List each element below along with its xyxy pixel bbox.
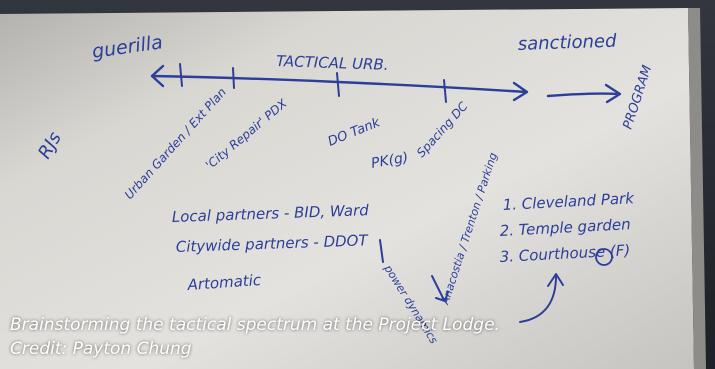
label-sanctioned: sanctioned	[517, 31, 617, 55]
label-tactical-urb: TACTICAL URB.	[276, 52, 389, 74]
label-parking-day: PK(g)	[370, 150, 410, 172]
circle-mark	[595, 248, 613, 266]
power-arrow	[379, 239, 449, 302]
program-arrow	[546, 83, 622, 104]
list-arrow	[519, 273, 564, 323]
spectrum-arrow	[150, 63, 529, 103]
label-artomatic: Artomatic	[186, 271, 262, 294]
caption-title: Brainstorming the tactical spectrum at t…	[10, 315, 500, 335]
whiteboard-surface	[0, 8, 694, 369]
caption-credit: Credit: Payton Chung	[10, 339, 192, 359]
whiteboard-edge	[688, 8, 706, 369]
